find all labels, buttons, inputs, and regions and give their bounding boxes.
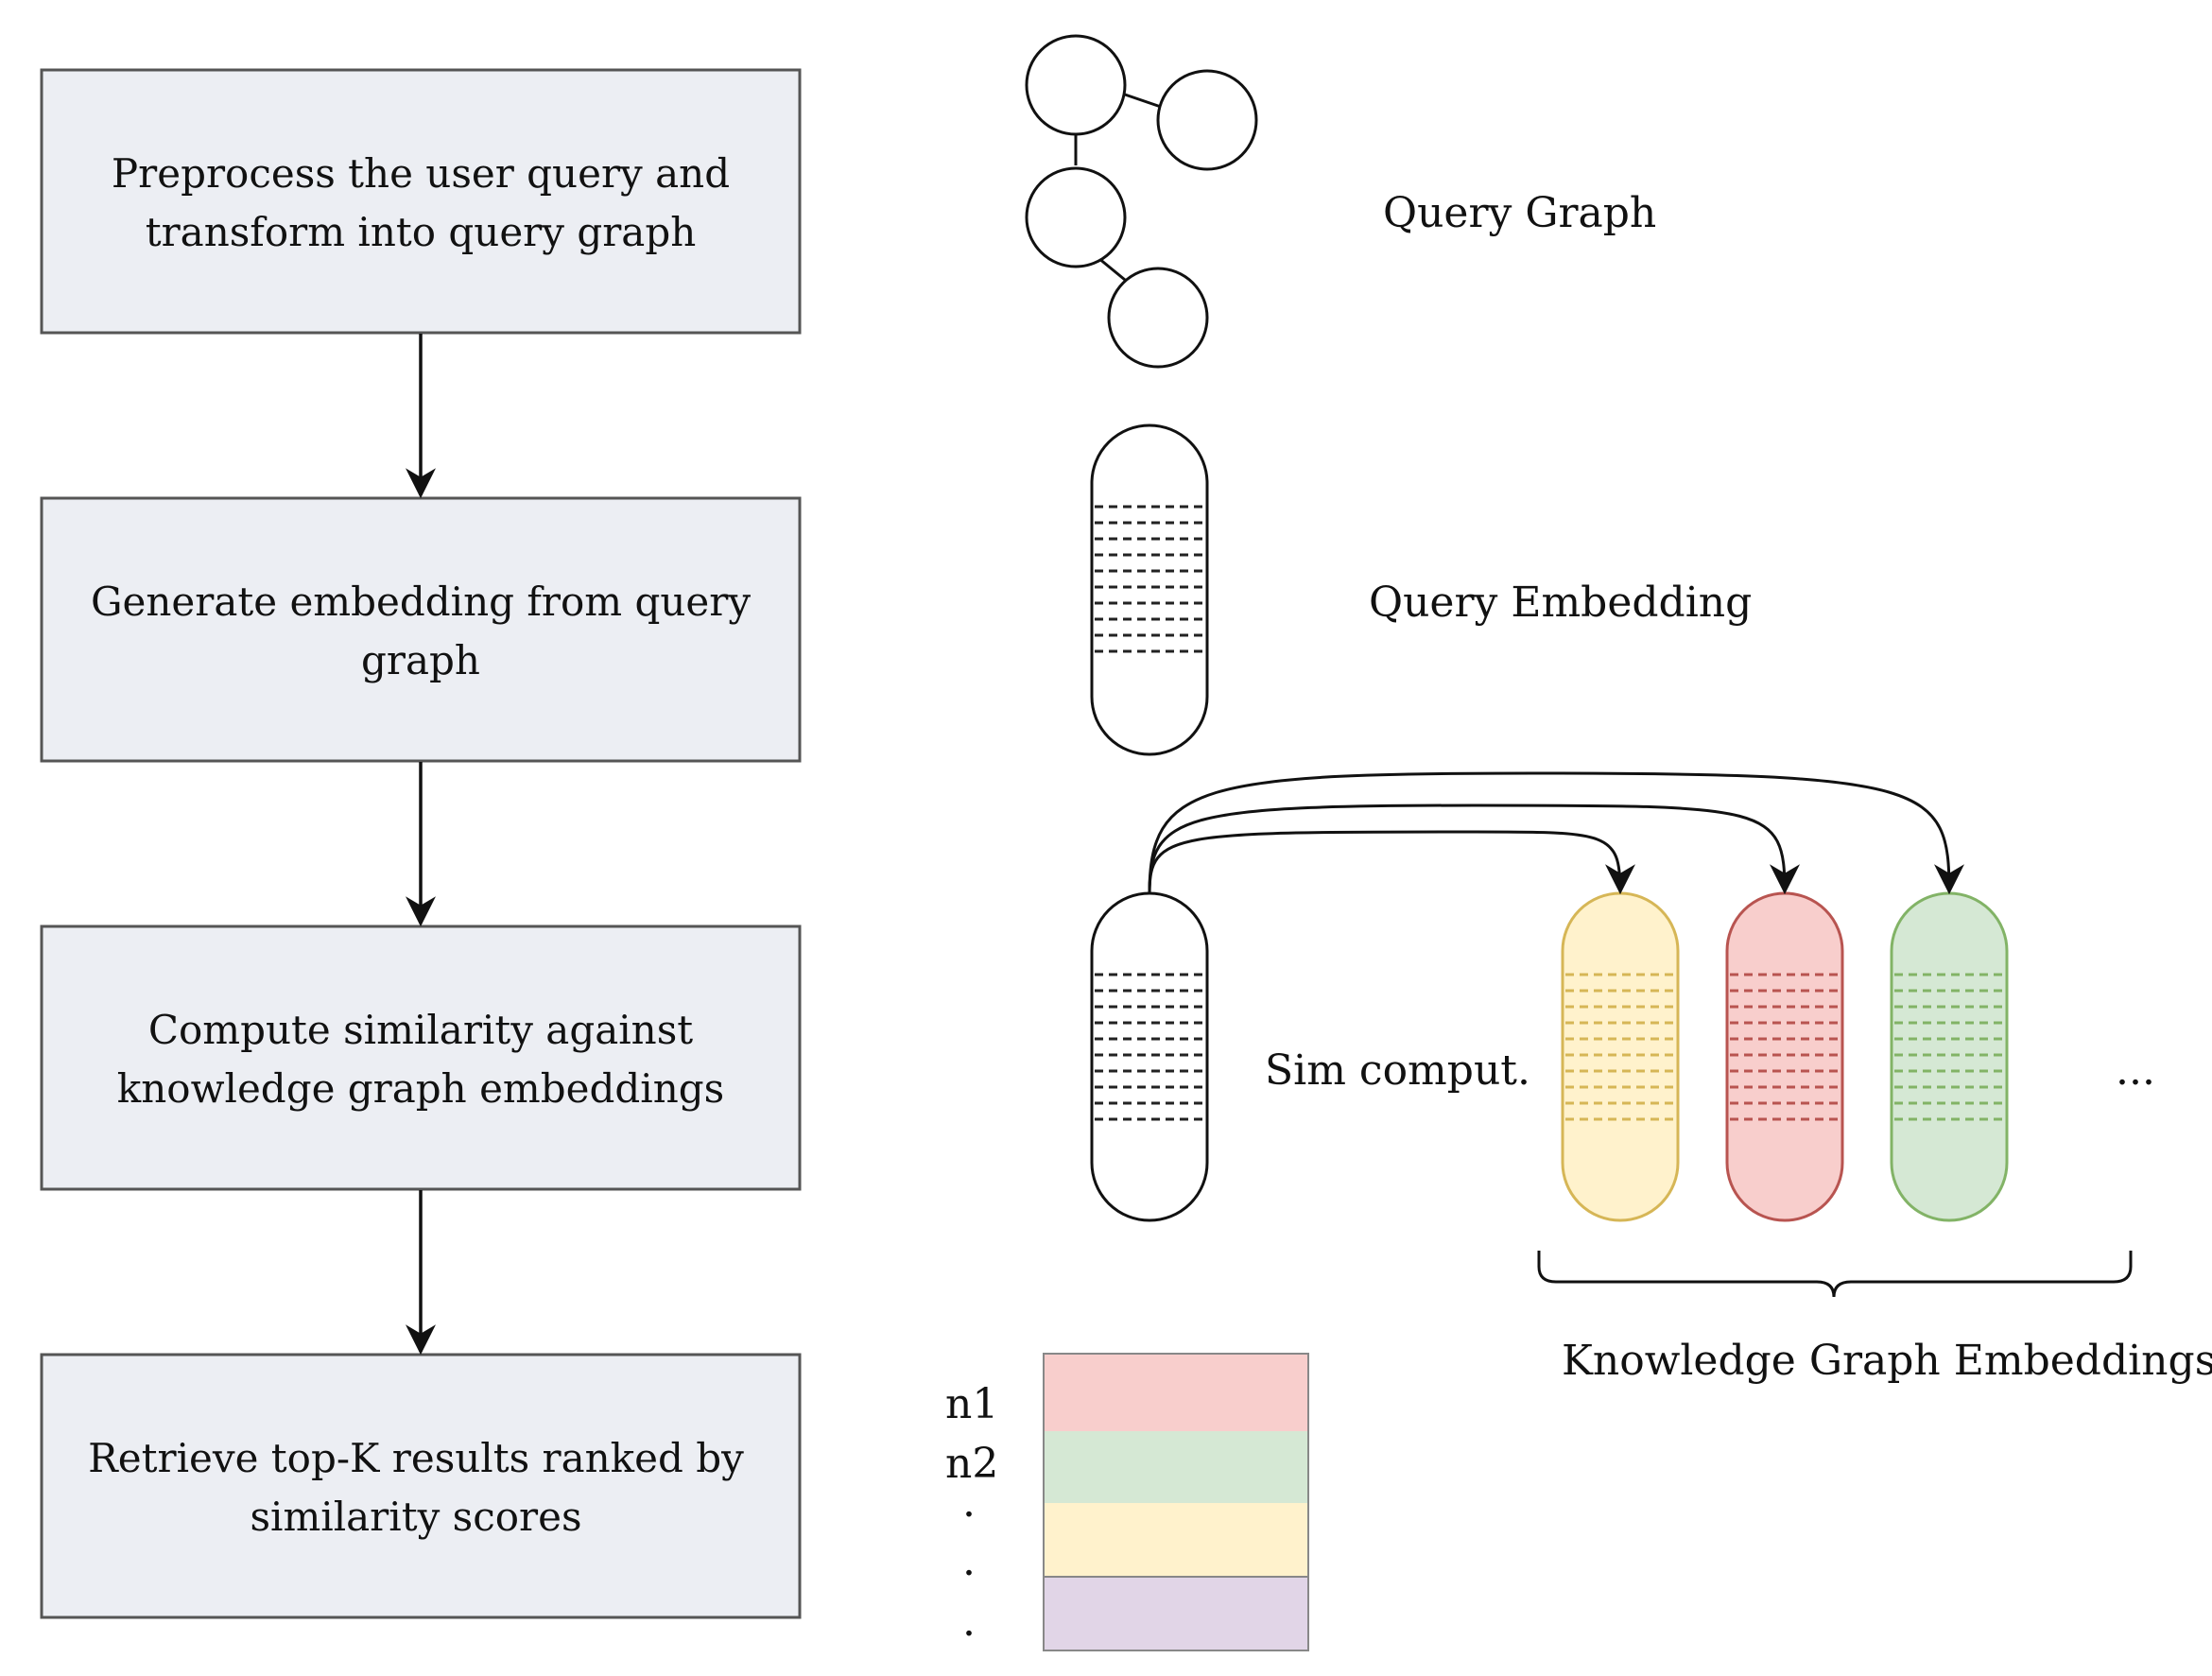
result-label-n1: n1 bbox=[945, 1380, 998, 1428]
embedding-dims bbox=[1095, 973, 1204, 1121]
graph-edge bbox=[1097, 256, 1126, 282]
graph-node bbox=[1025, 34, 1127, 136]
step-2-line-1: Generate embedding from query bbox=[91, 579, 751, 625]
result-row-3 bbox=[1044, 1503, 1308, 1577]
svg-text:transform into query graph: transform into query graph bbox=[146, 209, 697, 255]
kg-vector-red bbox=[1725, 891, 1844, 1222]
query-graph-label: Query Graph bbox=[1383, 189, 1656, 237]
step-1: Preprocess the user query and transform … bbox=[40, 68, 802, 335]
sim-comput-label: Sim comput. bbox=[1265, 1046, 1530, 1095]
embedding-dims bbox=[1095, 505, 1204, 653]
step-2-line-2: graph bbox=[361, 637, 480, 683]
sim-query-vector bbox=[1090, 891, 1209, 1222]
svg-text:Preprocess the user query and: Preprocess the user query and bbox=[112, 150, 730, 197]
step-4-line-2: similarity scores bbox=[250, 1494, 581, 1540]
step-1-line-1: Preprocess the user query and bbox=[112, 150, 730, 197]
kg-red-pill bbox=[1725, 891, 1844, 1222]
graph-node bbox=[1025, 166, 1127, 268]
embedding-dims bbox=[1894, 973, 2004, 1121]
ranked-results bbox=[1043, 1353, 1309, 1651]
similarity-arrows bbox=[1148, 771, 1964, 895]
results-outline bbox=[1043, 1353, 1309, 1651]
sim-query-pill bbox=[1090, 891, 1209, 1222]
step-3-box bbox=[40, 924, 802, 1191]
svg-text:Retrieve top-K results ranked: Retrieve top-K results ranked by bbox=[88, 1435, 744, 1481]
arrow-to-yellow bbox=[1148, 830, 1635, 895]
graph-edge bbox=[1124, 93, 1162, 109]
more-ellipsis: ... bbox=[2116, 1046, 2155, 1095]
step-4-box bbox=[40, 1353, 802, 1619]
step-1-box bbox=[40, 68, 802, 335]
svg-text:Generate embedding from query: Generate embedding from query bbox=[91, 579, 751, 625]
step-4-line-1: Retrieve top-K results ranked by bbox=[88, 1435, 744, 1481]
arrow-to-green bbox=[1148, 771, 1964, 895]
kg-green-pill bbox=[1890, 891, 2009, 1222]
result-row-1 bbox=[1044, 1354, 1308, 1431]
query-embedding-vector bbox=[1090, 423, 1209, 756]
svg-text:graph: graph bbox=[361, 637, 480, 683]
result-dot-1: . bbox=[962, 1478, 976, 1527]
step-2-box bbox=[40, 496, 802, 763]
svg-text:knowledge graph embeddings: knowledge graph embeddings bbox=[117, 1065, 724, 1112]
graph-node bbox=[1107, 267, 1209, 369]
embedding-dims bbox=[1730, 973, 1840, 1121]
graph-node bbox=[1156, 69, 1258, 171]
step-3-line-2: knowledge graph embeddings bbox=[117, 1065, 724, 1112]
kg-vector-green bbox=[1890, 891, 2009, 1222]
step-2: Generate embedding from query graph bbox=[40, 496, 802, 763]
arrow-to-red bbox=[1148, 803, 1800, 895]
step-3-line-1: Compute similarity against bbox=[148, 1007, 693, 1053]
query-embedding-label: Query Embedding bbox=[1369, 579, 1752, 627]
result-label-n2: n2 bbox=[945, 1440, 998, 1488]
kg-yellow-pill bbox=[1561, 891, 1680, 1222]
embedding-dims bbox=[1565, 973, 1675, 1121]
result-dot-2: . bbox=[962, 1537, 976, 1585]
result-dot-3: . bbox=[962, 1598, 976, 1646]
kg-vector-yellow bbox=[1561, 891, 1680, 1222]
kg-embeddings-label: Knowledge Graph Embeddings bbox=[1562, 1337, 2212, 1385]
svg-text:Compute similarity against: Compute similarity against bbox=[148, 1007, 693, 1053]
query-graph bbox=[1025, 34, 1258, 369]
step-1-line-2: transform into query graph bbox=[146, 209, 697, 255]
svg-text:similarity scores: similarity scores bbox=[250, 1494, 581, 1540]
result-row-2 bbox=[1044, 1431, 1308, 1503]
result-row-4 bbox=[1044, 1577, 1308, 1650]
step-4: Retrieve top-K results ranked by similar… bbox=[40, 1353, 802, 1619]
query-embedding-pill bbox=[1090, 423, 1209, 756]
kg-brace bbox=[1537, 1251, 2133, 1298]
step-3: Compute similarity against knowledge gra… bbox=[40, 924, 802, 1191]
